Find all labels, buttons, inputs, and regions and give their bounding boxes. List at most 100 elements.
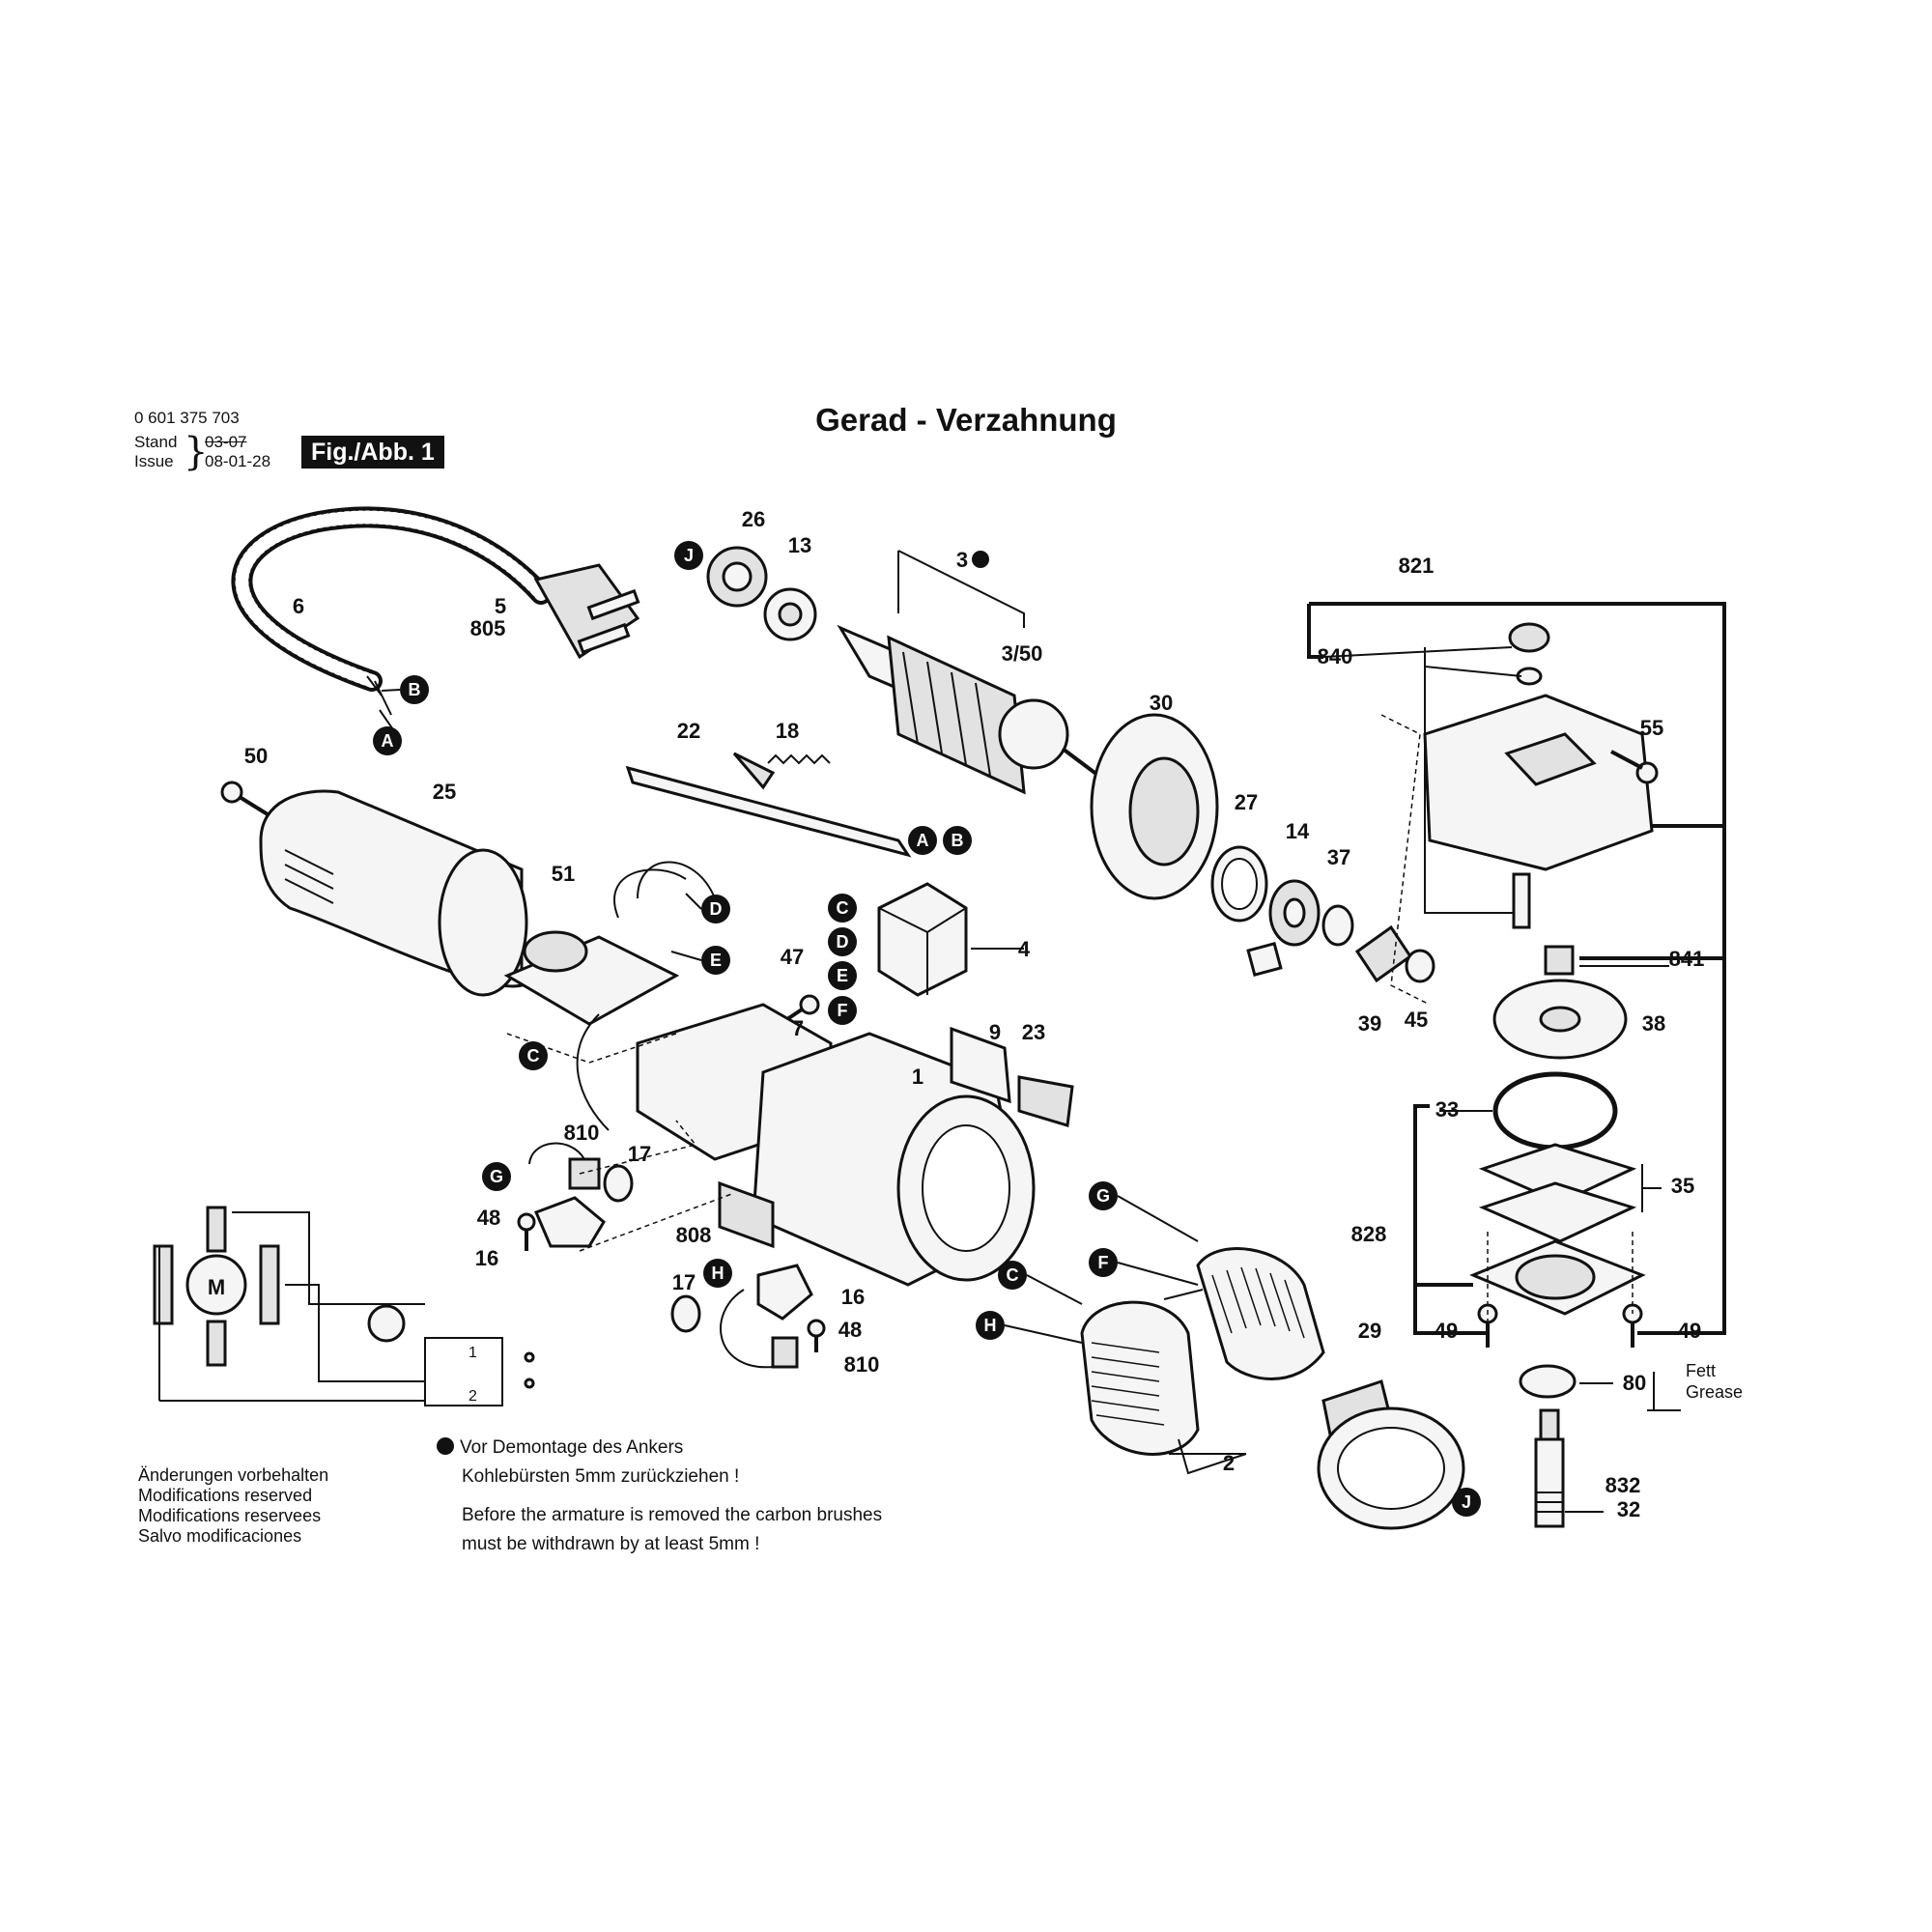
holder-16b (756, 1264, 813, 1321)
modifications-notice: Änderungen vorbehalten Modifications res… (138, 1465, 328, 1547)
spring-810a (528, 1142, 585, 1165)
label-808: 808 (676, 1223, 712, 1247)
label-37: 37 (1327, 845, 1350, 869)
note-line2-de: Kohlebürsten 5mm zurückziehen ! (462, 1466, 740, 1487)
svg-text:F: F (1098, 1253, 1109, 1272)
screw-48b (807, 1319, 826, 1352)
label-33: 33 (1435, 1097, 1459, 1122)
motor-letter: M (208, 1275, 225, 1299)
grease-label: Fett Grease (1686, 1360, 1743, 1403)
mod-es: Salvo modificaciones (138, 1526, 302, 1546)
connector-G2: G (1089, 1181, 1118, 1210)
armature-bracket (897, 550, 1025, 628)
o-ring-33 (1492, 1071, 1618, 1151)
svg-text:D: D (837, 932, 849, 952)
motor-housing-1 (636, 1003, 1036, 1287)
label-39: 39 (1358, 1011, 1381, 1036)
washer-80 (1519, 1364, 1577, 1399)
label-832: 832 (1605, 1473, 1641, 1497)
label-821: 821 (1399, 554, 1435, 578)
fan-30 (1090, 713, 1219, 900)
note-line2-en: must be withdrawn by at least 5mm ! (462, 1534, 760, 1554)
label-51: 51 (552, 862, 575, 886)
part-labels: 26 13 3 3/50 6 5 805 22 18 50 25 51 30 2… (244, 507, 1705, 1521)
brace-glyph: } (184, 430, 209, 474)
label-828: 828 (1351, 1222, 1387, 1246)
label-18: 18 (776, 719, 799, 743)
connector-E1: E (828, 961, 857, 990)
guard-29 (1317, 1379, 1465, 1530)
gear-head-housing (1423, 694, 1654, 871)
label-810b: 810 (844, 1352, 880, 1377)
connector-A2: A (908, 826, 937, 855)
figure-badge: Fig./Abb. 1 (301, 436, 444, 469)
housing-cover-25 (259, 789, 528, 997)
label-16a: 16 (475, 1246, 498, 1270)
switch-rod-22 (625, 752, 912, 858)
ring-27 (1210, 845, 1268, 923)
disassembly-note: Vor Demontage des Ankers Kohlebürsten 5m… (437, 1434, 882, 1559)
svg-text:H: H (712, 1264, 724, 1283)
svg-text:F: F (838, 1001, 848, 1020)
label-840: 840 (1318, 644, 1353, 668)
label-48a: 48 (477, 1206, 500, 1230)
field-coil-upper (1196, 1247, 1325, 1380)
brush-810b (771, 1336, 799, 1369)
svg-text:C: C (1007, 1265, 1019, 1285)
svg-text:G: G (1096, 1186, 1110, 1206)
label-49b: 49 (1678, 1319, 1701, 1343)
connector-J1: J (674, 541, 703, 570)
bearing-26 (706, 546, 768, 608)
svg-text:A: A (382, 731, 394, 751)
connector-D1: D (828, 927, 857, 956)
screw-48a (517, 1212, 536, 1251)
label-9 (950, 1026, 1011, 1104)
label-805: 805 (470, 616, 506, 640)
label-25: 25 (433, 780, 456, 804)
mod-en: Modifications reserved (138, 1486, 313, 1505)
nut-45 (1405, 949, 1435, 983)
screw-55 (1610, 750, 1659, 784)
label-9: 9 (989, 1020, 1001, 1044)
label-4: 4 (1018, 937, 1031, 961)
terminal-block-4 (877, 882, 968, 997)
stand-label: Stand (134, 433, 178, 451)
mod-de: Änderungen vorbehalten (138, 1465, 329, 1485)
label-14: 14 (1286, 819, 1310, 843)
group-bracket-828 (1413, 1104, 1488, 1335)
switch-2-label: 2 (469, 1388, 477, 1405)
label-22: 22 (677, 719, 700, 743)
connector-C3: C (998, 1261, 1027, 1290)
washer-37 (1321, 904, 1354, 947)
label-6: 6 (293, 594, 304, 618)
svg-text:A: A (917, 831, 929, 850)
bearing-13 (763, 587, 817, 641)
label-810a: 810 (564, 1121, 600, 1145)
spring-17b (670, 1294, 701, 1333)
holder-16a (534, 1196, 606, 1248)
connector-G1: G (482, 1162, 511, 1191)
svg-text:B: B (409, 680, 421, 699)
armature-3 (837, 624, 1103, 795)
label-55: 55 (1640, 716, 1663, 740)
connector-B2: B (943, 826, 972, 855)
svg-text:E: E (710, 951, 722, 970)
plug (533, 563, 640, 660)
pin-840 (1512, 872, 1531, 929)
label-49a: 49 (1435, 1319, 1458, 1343)
bevel-gear-38 (1492, 979, 1628, 1060)
power-cord (231, 506, 552, 716)
svg-text:D: D (710, 899, 723, 919)
label-3-50: 3/50 (1002, 641, 1043, 666)
group-bracket-821 (1309, 602, 1726, 1335)
svg-text:H: H (984, 1316, 997, 1335)
label-808 (718, 1180, 775, 1249)
grease-en: Grease (1686, 1382, 1744, 1402)
label-1: 1 (912, 1065, 923, 1089)
label-38: 38 (1642, 1011, 1665, 1036)
electronics-51 (503, 868, 687, 1026)
label-47: 47 (781, 945, 804, 969)
issue-label: Issue (134, 452, 174, 470)
stand-value: 03-07 (205, 433, 247, 451)
brush-810a (568, 1157, 601, 1190)
